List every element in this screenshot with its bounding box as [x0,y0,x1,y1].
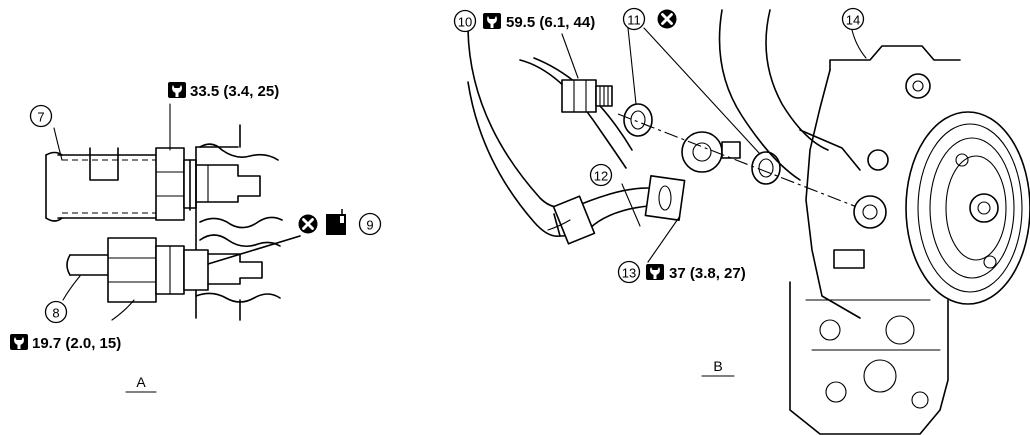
do-not-reuse-x-icon [656,8,678,30]
svg-text:12: 12 [594,169,608,184]
callout-12: 12 [589,163,613,187]
torque-spec-10: 59.5 (6.1, 44) [506,14,595,31]
torque-spec-bottom-a: 19.7 (2.0, 15) [32,335,121,352]
power-steering-pump-assembly [718,9,1030,435]
torque-wrench-icon [10,334,28,350]
callout-13: 13 [617,260,641,284]
view-a-drawing [45,124,301,321]
callout-14: 14 [841,7,865,31]
callout-9: 9 [358,212,382,236]
do-not-reuse-x-icon [297,213,319,235]
svg-text:8: 8 [52,306,59,321]
fluid-application-icon [326,209,346,235]
callout-11: 11 [622,7,646,31]
callout-10: 10 [453,9,477,33]
svg-text:13: 13 [622,266,636,281]
callout-7: 7 [29,104,53,128]
torque-wrench-icon [646,264,664,280]
leader-lines-b [561,27,867,263]
leader-lines-a [53,103,171,321]
torque-spec-13: 37 (3.8, 27) [669,265,746,282]
view-label-a: A [136,374,146,390]
svg-text:7: 7 [37,110,44,125]
view-b-drawing [467,29,881,245]
torque-wrench-icon [168,82,186,98]
callout-8: 8 [44,300,68,324]
torque-spec-top-a: 33.5 (3.4, 25) [190,83,279,100]
view-label-b: B [713,358,722,374]
svg-text:14: 14 [846,13,860,28]
torque-wrench-icon [483,13,501,29]
svg-text:11: 11 [627,13,641,28]
svg-text:10: 10 [458,15,472,30]
svg-text:9: 9 [366,218,373,233]
